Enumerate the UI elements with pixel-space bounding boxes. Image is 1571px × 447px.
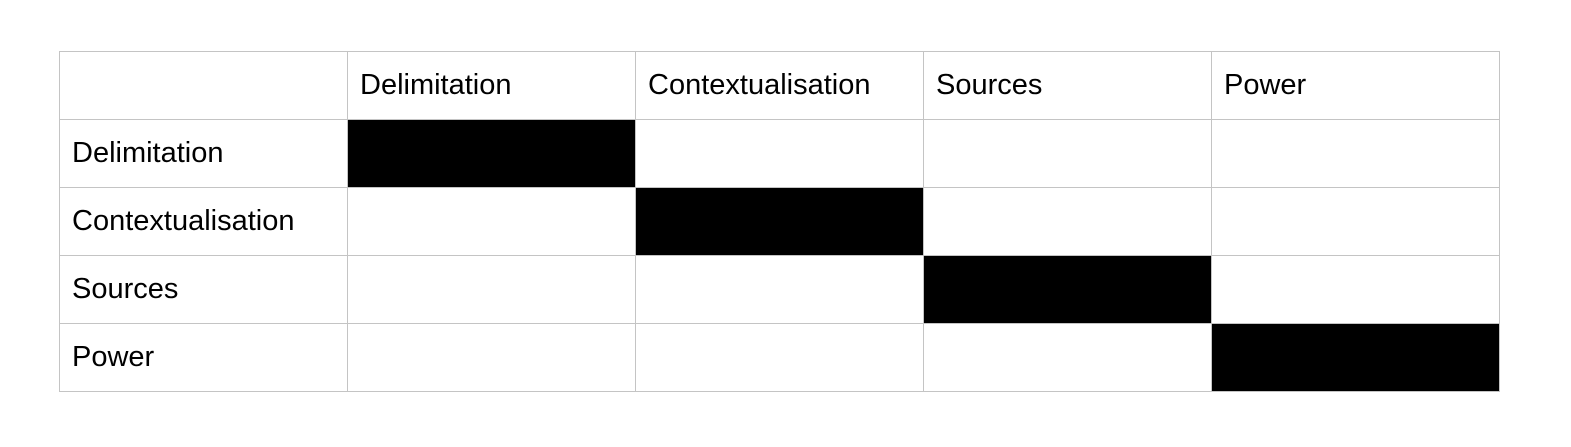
matrix-cell-empty — [635, 255, 924, 324]
row-header-power: Power — [59, 323, 348, 392]
comparison-matrix: Delimitation Contextualisation Sources P… — [59, 51, 1500, 392]
corner-cell — [59, 51, 348, 120]
matrix-cell-empty — [1211, 187, 1500, 256]
matrix-cell-empty — [923, 119, 1212, 188]
matrix-cell-empty — [347, 255, 636, 324]
header-row: Delimitation Contextualisation Sources P… — [59, 51, 1500, 120]
column-header-power: Power — [1211, 51, 1500, 120]
matrix-cell-empty — [635, 323, 924, 392]
matrix-cell-filled — [923, 255, 1212, 324]
matrix-cell-empty — [1211, 119, 1500, 188]
column-header-delimitation: Delimitation — [347, 51, 636, 120]
matrix-cell-filled — [635, 187, 924, 256]
matrix-cell-filled — [1211, 323, 1500, 392]
matrix-cell-empty — [923, 323, 1212, 392]
row-header-delimitation: Delimitation — [59, 119, 348, 188]
row-header-contextualisation: Contextualisation — [59, 187, 348, 256]
matrix-cell-empty — [347, 323, 636, 392]
matrix-cell-empty — [1211, 255, 1500, 324]
column-header-sources: Sources — [923, 51, 1212, 120]
matrix-cell-filled — [347, 119, 636, 188]
matrix-cell-empty — [347, 187, 636, 256]
matrix-cell-empty — [923, 187, 1212, 256]
column-header-contextualisation: Contextualisation — [635, 51, 924, 120]
matrix-cell-empty — [635, 119, 924, 188]
row-header-sources: Sources — [59, 255, 348, 324]
table-row: Sources — [59, 255, 1500, 324]
table-row: Power — [59, 323, 1500, 392]
table-row: Contextualisation — [59, 187, 1500, 256]
table-row: Delimitation — [59, 119, 1500, 188]
